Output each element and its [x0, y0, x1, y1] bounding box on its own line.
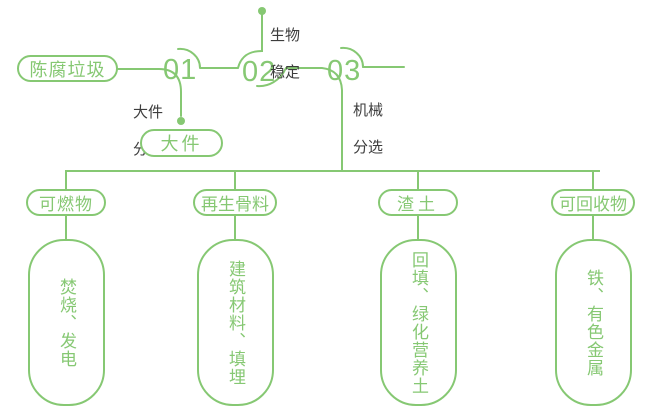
category-pill-recyclable: 可回收物: [551, 189, 635, 216]
category-pill-combustible: 可燃物: [26, 189, 106, 216]
node-dot-bulky: [177, 117, 185, 125]
output-box-recycled-aggregate: 建筑材料、填埋: [197, 239, 274, 406]
step-02-number: 02: [242, 56, 277, 88]
step-03-label: 机械 分选: [353, 102, 384, 156]
output-box-combustible: 焚烧、发电: [28, 239, 105, 406]
output-text: 回填、绿化营养土: [409, 250, 428, 395]
step-02-label: 生物 稳定: [270, 27, 301, 81]
node-dot-bio: [258, 7, 266, 15]
output-text: 建筑材料、填埋: [226, 259, 245, 386]
output-text: 铁、有色金属: [584, 268, 603, 377]
source-pill: 陈腐垃圾: [17, 55, 118, 82]
bulky-item-pill: 大件: [140, 129, 223, 157]
output-text: 焚烧、发电: [57, 277, 76, 368]
step-01-number: 01: [163, 54, 198, 86]
step-03-number: 03: [327, 55, 362, 87]
bulky-item-label: 大件: [160, 134, 203, 154]
output-box-recyclable: 铁、有色金属: [555, 239, 632, 406]
source-label: 陈腐垃圾: [29, 59, 106, 80]
category-pill-slag-soil: 渣土: [378, 189, 458, 216]
output-box-slag-soil: 回填、绿化营养土: [380, 239, 457, 406]
category-pill-recycled-aggregate: 再生骨料: [193, 189, 277, 216]
